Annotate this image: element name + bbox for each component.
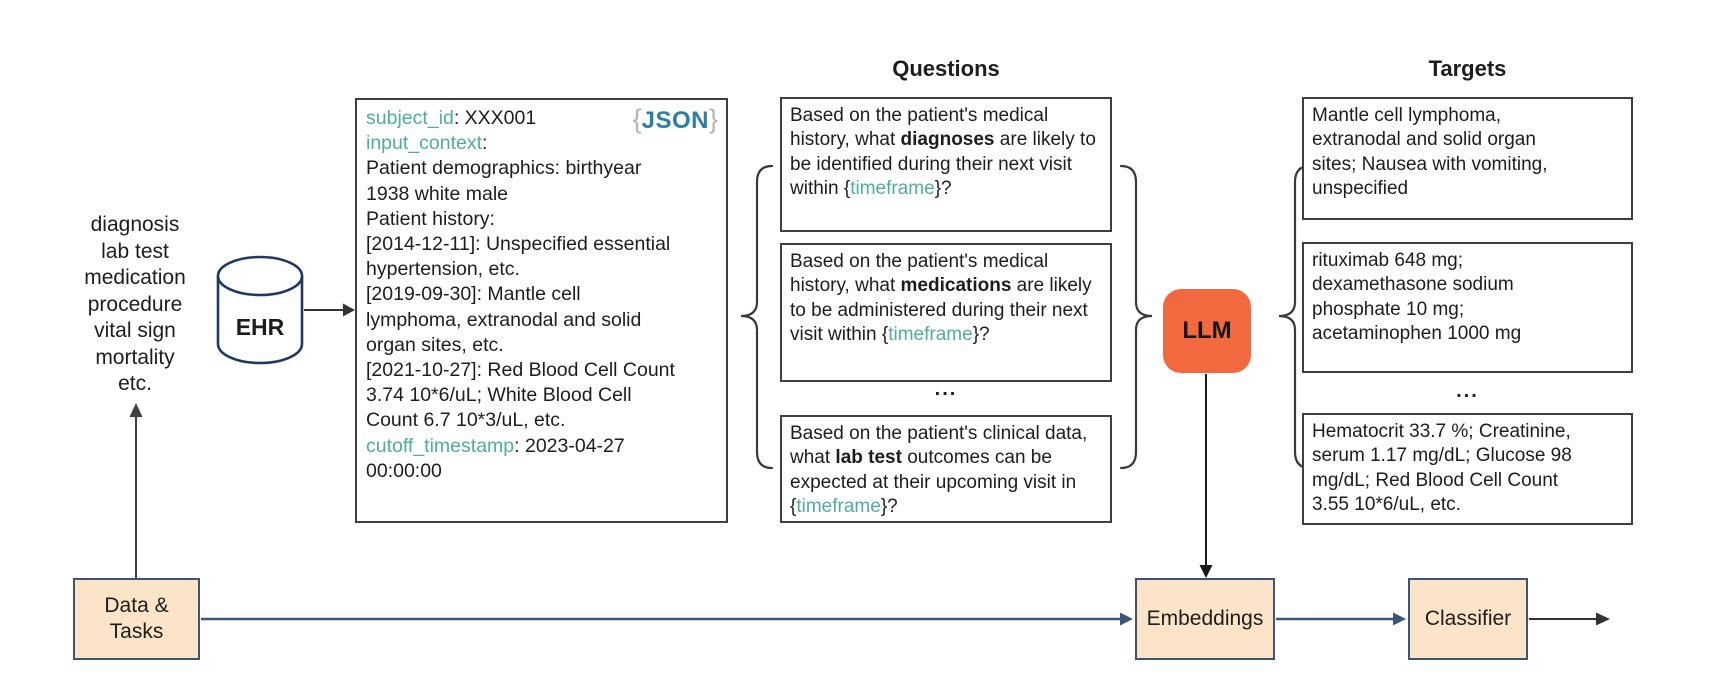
llm-to-embeddings-arrowhead <box>1199 565 1213 578</box>
question-text: Based on the patient's clinical data, wh… <box>790 423 1088 469</box>
embeddings-node: Embeddings <box>1135 578 1275 660</box>
json-badge-close-brace: } <box>708 104 718 134</box>
json-line: organ sites, etc. <box>366 333 504 356</box>
question-box-medications: Based on the patient's medical history, … <box>780 243 1112 382</box>
json-badge: {JSON} <box>633 104 718 137</box>
json-line: Patient demographics: birthyear <box>366 157 642 180</box>
json-line: lymphoma, extranodal and solid <box>366 308 642 331</box>
placeholder-open-brace: { <box>790 495 797 517</box>
question-text: are likely to be identified during their… <box>790 129 1096 199</box>
question-text: }? <box>972 323 990 345</box>
question-text: }? <box>880 495 898 517</box>
question-text: are likely to be administered during the… <box>790 275 1092 345</box>
json-line: [2021-10-27]: Red Blood Cell Count <box>366 359 675 382</box>
json-line-input-context: input_context: <box>366 131 718 156</box>
json-line: hypertension, etc. <box>366 258 520 281</box>
json-line-subject-id: subject_id: XXX001 <box>366 106 718 131</box>
ehr-task-list: diagnosis lab test medication procedure … <box>84 213 186 395</box>
json-line: Patient history: <box>366 207 495 230</box>
timeframe-placeholder: timeframe <box>850 177 935 199</box>
datatasks-up-arrowhead <box>129 403 143 417</box>
json-context-box: {JSON} subject_id: XXX001 input_context:… <box>355 98 728 523</box>
question-box-lab-test: Based on the patient's clinical data, wh… <box>780 415 1112 523</box>
questions-title: Questions <box>892 56 1000 81</box>
target-box-medications: rituximab 648 mg; dexamethasone sodium p… <box>1302 242 1633 373</box>
question-text: Based on the patient's medical history, … <box>790 105 1049 151</box>
ehr-to-json-arrowhead <box>343 303 355 317</box>
json-key: cutoff_timestamp <box>366 434 515 457</box>
question-keyword: medications <box>900 275 1012 297</box>
json-line: 00:00:00 <box>366 459 442 482</box>
embeddings-to-classifier-arrowhead <box>1393 612 1406 626</box>
target-box-lab-test: Hematocrit 33.7 %; Creatinine, serum 1.1… <box>1302 413 1633 525</box>
datatasks-to-embeddings-arrowhead <box>1120 612 1133 626</box>
questions-left-brace <box>740 164 774 470</box>
json-value: : <box>482 132 488 155</box>
json-badge-label: JSON <box>641 107 709 134</box>
json-key: subject_id <box>366 107 454 129</box>
questions-right-brace <box>1119 164 1153 470</box>
llm-label: LLM <box>1182 317 1232 344</box>
json-line: [2019-09-30]: Mantle cell <box>366 283 581 306</box>
json-line: [2014-12-11]: Unspecified essential <box>366 233 671 256</box>
json-line-cutoff: cutoff_timestamp: 2023-04-27 <box>366 434 718 459</box>
targets-title: Targets <box>1428 56 1507 81</box>
json-line: Count 6.7 10*3/uL, etc. <box>366 409 566 432</box>
questions-ellipsis: ... <box>934 378 958 400</box>
placeholder-open-brace: { <box>881 323 889 345</box>
json-line: 1938 white male <box>366 182 509 205</box>
timeframe-placeholder: timeframe <box>796 495 881 517</box>
timeframe-placeholder: timeframe <box>888 323 973 345</box>
question-text: }? <box>934 177 952 199</box>
data-tasks-node: Data & Tasks <box>73 578 200 660</box>
classifier-node: Classifier <box>1408 578 1528 660</box>
question-box-diagnoses: Based on the patient's medical history, … <box>780 97 1112 232</box>
question-text: outcomes can be expected at their upcomi… <box>790 447 1077 493</box>
json-key: input_context <box>366 132 483 155</box>
json-value: : 2023-04-27 <box>514 434 625 457</box>
ehr-label: EHR <box>235 314 285 340</box>
json-value: : XXX001 <box>453 107 537 129</box>
placeholder-open-brace: { <box>843 177 851 199</box>
targets-ellipsis: ... <box>1456 380 1479 402</box>
classifier-output-arrowhead <box>1596 612 1610 626</box>
question-text: Based on the patient's medical history, … <box>790 251 1049 297</box>
question-keyword: lab test <box>835 447 902 469</box>
llm-node: LLM <box>1163 289 1251 373</box>
target-box-diagnoses: Mantle cell lymphoma, extranodal and sol… <box>1302 97 1633 220</box>
json-line: 3.74 10*6/uL; White Blood Cell <box>366 384 632 407</box>
json-badge-open-brace: { <box>632 104 642 134</box>
question-keyword: diagnoses <box>900 129 995 151</box>
